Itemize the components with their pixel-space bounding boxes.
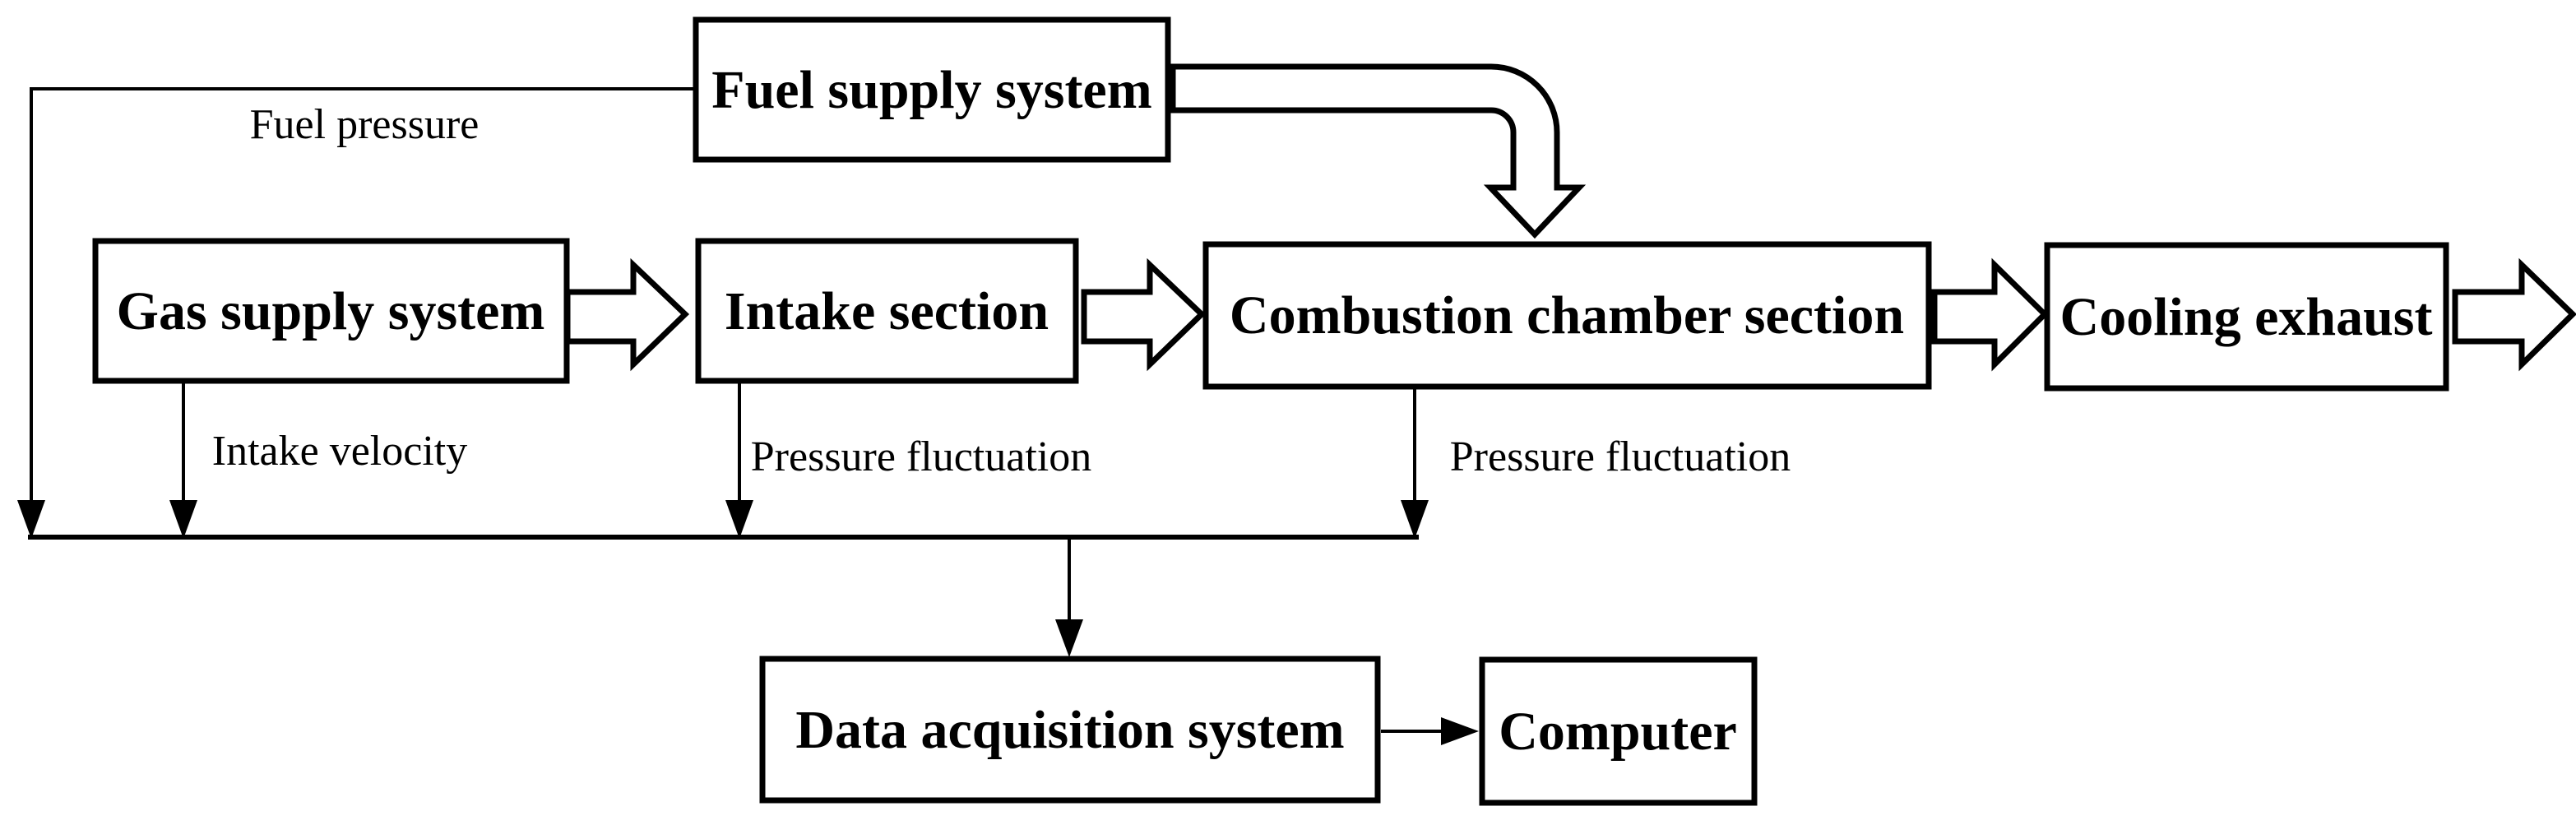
- block-arrow-gas-to-intake: [564, 257, 690, 372]
- right-arrowhead-computer: [1441, 717, 1479, 745]
- computer-label: Computer: [1499, 702, 1737, 762]
- down-arrowhead-data-acquisition: [1055, 619, 1083, 657]
- label-pressure-fluctuation-combustion: Pressure fluctuation: [1450, 433, 1791, 480]
- gas-supply-box: [92, 238, 570, 384]
- computer-box: [1479, 656, 1758, 806]
- intake-section-box: [695, 238, 1079, 384]
- data-acquisition-label: Data acquisition system: [795, 700, 1344, 760]
- combustion-chamber-box: [1202, 241, 1932, 390]
- combustion-chamber-label: Combustion chamber section: [1230, 285, 1904, 345]
- intake-section-label: Intake section: [725, 281, 1049, 341]
- gas-supply-label: Gas supply system: [117, 281, 545, 341]
- label-intake-velocity: Intake velocity: [212, 428, 467, 475]
- fuel-supply-label: Fuel supply system: [711, 60, 1151, 120]
- feedback-line-fuel-pressure: [30, 87, 696, 503]
- cooling-exhaust-box: [2044, 242, 2449, 392]
- down-arrowhead-gas-supply: [169, 500, 197, 539]
- block-arrow-intake-to-combustion: [1081, 257, 1207, 372]
- down-arrowhead-fuel-pressure: [17, 500, 45, 539]
- down-arrowhead-intake: [725, 500, 753, 539]
- data-acquisition-box: [759, 656, 1381, 804]
- label-fuel-pressure: Fuel pressure: [250, 101, 480, 148]
- down-arrowhead-combustion: [1401, 500, 1429, 539]
- cooling-exhaust-label: Cooling exhaust: [2060, 287, 2433, 347]
- fuel-supply-box: [693, 16, 1171, 163]
- block-arrow-cooling-exit: [2452, 257, 2576, 372]
- curved-block-arrow-fuel-to-combustion: [1170, 63, 1587, 239]
- block-arrow-combustion-to-cooling: [1931, 257, 2049, 372]
- label-pressure-fluctuation-intake: Pressure fluctuation: [751, 433, 1091, 480]
